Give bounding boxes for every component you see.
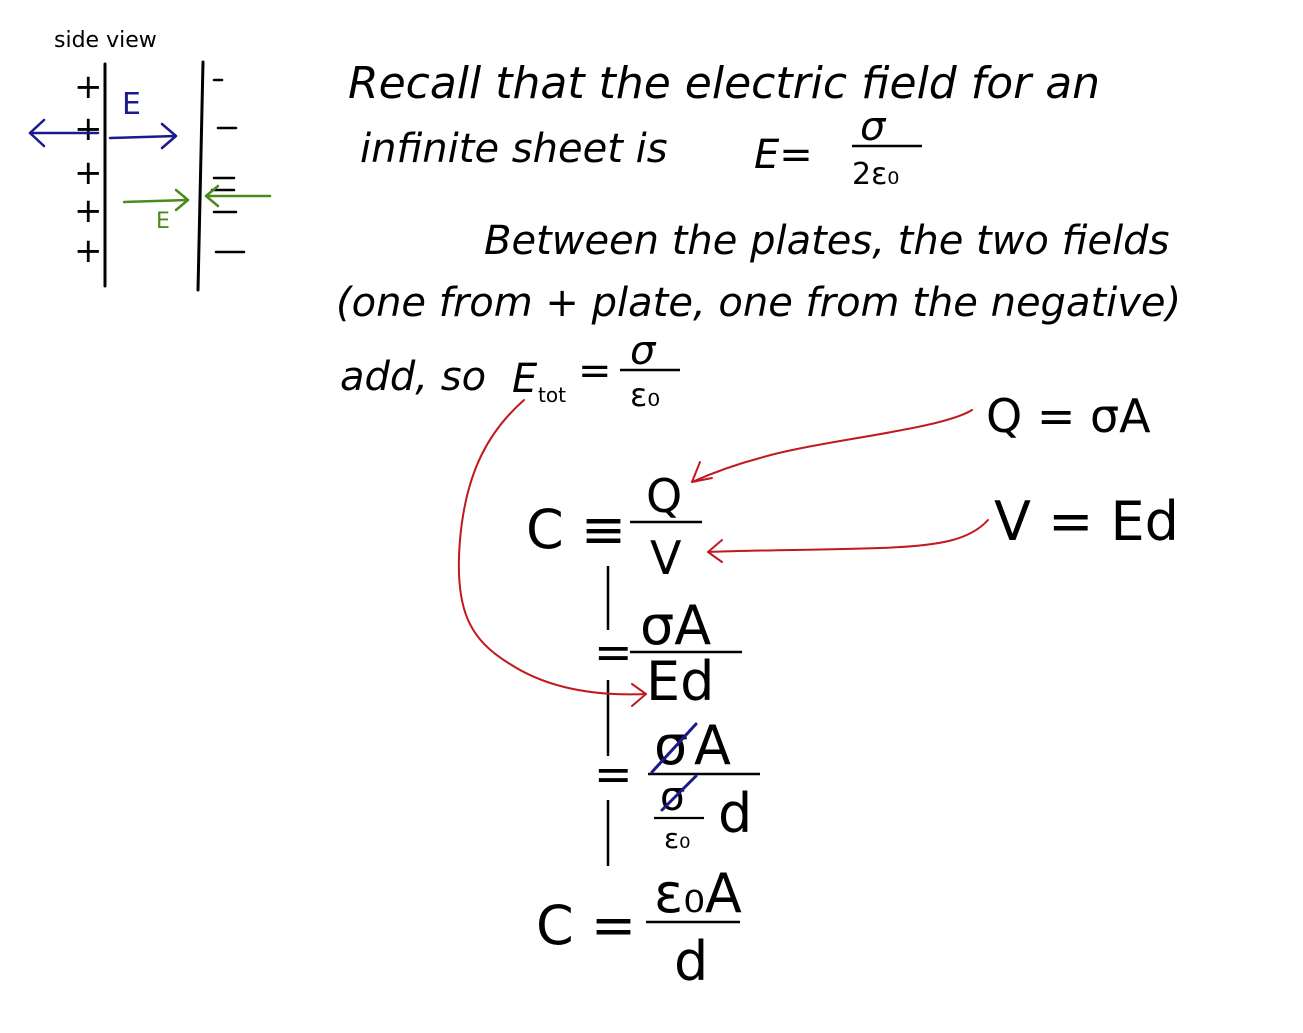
side-view-label: side view	[54, 28, 157, 53]
charge-relation: Q = σA	[986, 389, 1151, 443]
cancel-slash-bottom	[660, 774, 698, 812]
total-field-numerator: σ	[630, 328, 657, 374]
total-field-equals: =	[578, 348, 612, 394]
negative-plate	[196, 60, 205, 292]
note-line-4: (one from + plate, one from the negative…	[336, 280, 1181, 326]
green-arrowhead-left-icon	[204, 184, 220, 208]
v-substitution-arrow	[707, 519, 989, 553]
capacitance-definition: C ≡	[526, 498, 626, 561]
total-field-subscript: tot	[538, 383, 566, 407]
total-field-E: E	[512, 356, 538, 402]
sheet-field-denominator: 2ε₀	[852, 157, 899, 192]
sheet-field-E: E=	[754, 132, 813, 178]
field-label-blue: E	[122, 87, 141, 122]
step3-denominator-d: d	[718, 782, 752, 845]
relations: Q = σA V = Ed	[986, 389, 1179, 553]
v-arrowhead-icon	[707, 539, 723, 563]
blue-field-arrows	[28, 118, 178, 150]
result-denominator: d	[674, 930, 708, 993]
step2-equals: =	[594, 625, 633, 679]
note-line-2: infinite sheet is	[360, 126, 668, 172]
notes: Recall that the electric field for an in…	[336, 58, 1181, 414]
plus-sign: +	[74, 191, 103, 231]
field-label-green: E	[156, 209, 170, 234]
result-numerator: ε₀A	[654, 862, 742, 925]
capacitor-sketch: side view + + + + + E	[28, 28, 272, 292]
step3-denominator-eps: ε₀	[664, 822, 690, 855]
total-field-denominator: ε₀	[630, 376, 660, 414]
green-field-arrows	[122, 184, 272, 212]
step2-numerator: σA	[640, 594, 711, 657]
step3-numerator-sigma: σ	[654, 714, 688, 777]
e-substitution-arrow	[457, 399, 647, 696]
green-arrowhead-right-icon	[174, 188, 190, 212]
sheet-field-numerator: σ	[860, 104, 887, 150]
capacitance-numerator: Q	[646, 469, 682, 523]
plus-sign: +	[74, 109, 103, 149]
plus-sign: +	[74, 231, 103, 271]
note-line-1: Recall that the electric field for an	[348, 58, 1100, 109]
left-arrowhead-icon	[28, 118, 46, 148]
note-line-3: Between the plates, the two fields	[484, 218, 1169, 264]
capacitance-denominator: V	[650, 531, 682, 585]
step2-denominator: Ed	[646, 650, 714, 713]
plus-sign: +	[74, 153, 103, 193]
plus-signs: + + + + +	[74, 67, 103, 271]
step3-denominator-sigma: σ	[660, 774, 685, 820]
plus-sign: +	[74, 67, 103, 107]
q-substitution-arrow	[691, 409, 973, 483]
q-arrowhead-icon	[691, 461, 713, 483]
step3-equals: =	[594, 747, 633, 801]
right-arrow-shaft	[108, 134, 178, 140]
voltage-relation: V = Ed	[994, 490, 1179, 553]
minus-signs	[210, 78, 246, 254]
result-capacitance: C =	[536, 894, 636, 957]
right-arrowhead-icon	[160, 122, 178, 150]
note-line-5: add, so	[340, 354, 486, 400]
step3-numerator-A: A	[694, 714, 731, 777]
capacitance-derivation: C ≡ Q V = σA Ed = σ A σ ε₀ d C = ε₀A d	[526, 469, 760, 993]
substitution-arrows	[457, 399, 989, 707]
green-arrow-shaft-right	[122, 198, 190, 204]
e-arrowhead-icon	[631, 683, 647, 707]
cancel-slash-top	[650, 722, 698, 774]
